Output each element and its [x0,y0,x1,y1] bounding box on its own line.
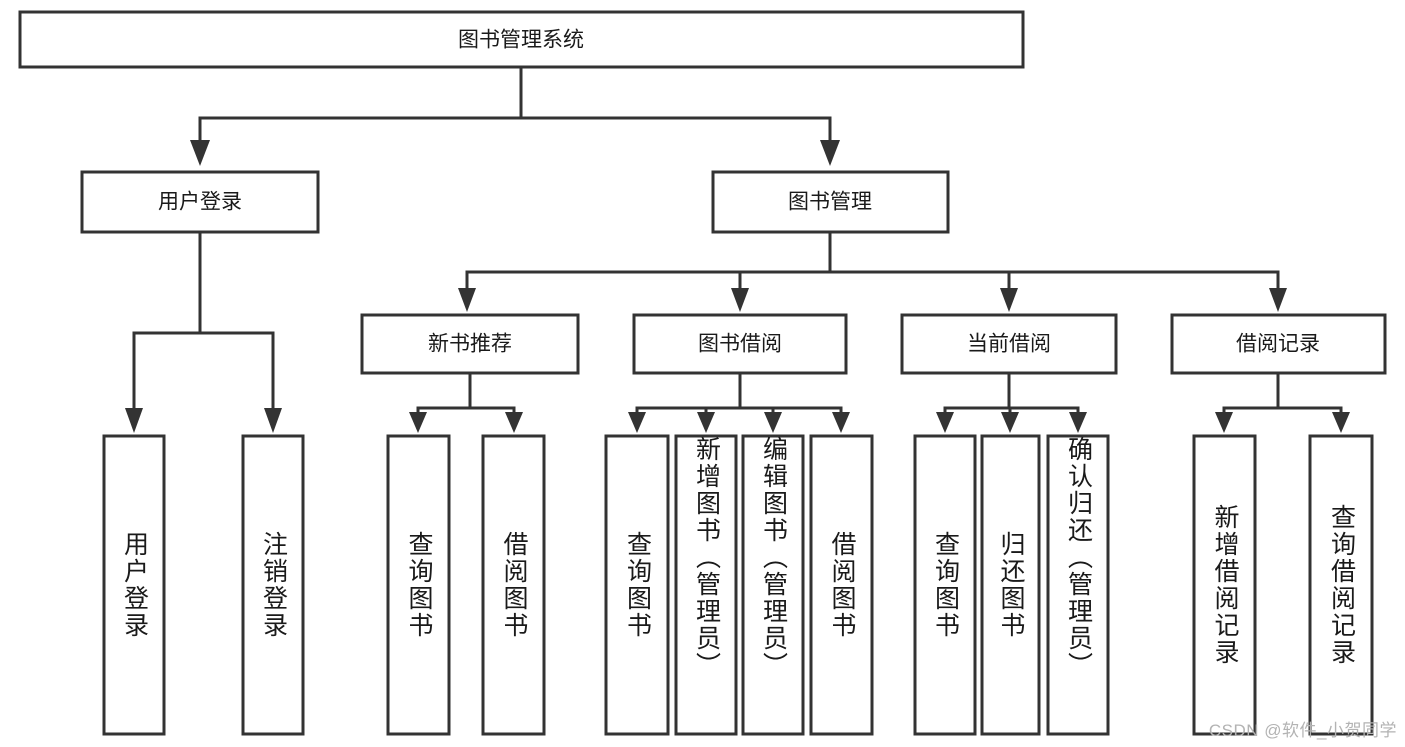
node-book-borrow-label: 图书借阅 [698,333,782,356]
arrow-head-icon [1332,412,1350,433]
node-current-borrow[interactable]: 当前借阅 [900,313,1118,375]
node-new-book-recommend[interactable]: 新书推荐 [360,313,580,375]
connector-group-user-login [125,230,282,433]
node-root-label: 图书管理系统 [458,29,584,52]
arrow-head-icon [505,412,523,433]
node-borrow-record-box[interactable] [1170,313,1387,375]
node-new-book-recommend-box[interactable] [360,313,580,375]
node-user-login-box[interactable] [80,170,320,234]
leaf-box-logout[interactable] [241,434,305,736]
leaf-box-query-borrow-record[interactable] [1308,434,1374,736]
node-book-borrow-box[interactable] [632,313,848,375]
arrow-head-icon [125,408,143,433]
leaf-box-borrow-book[interactable] [809,434,874,736]
arrow-head-icon [409,412,427,433]
arrow-head-icon [731,288,749,312]
arrow-head-icon [697,412,715,433]
node-book-management[interactable]: 图书管理 [711,170,950,234]
node-user-login-label: 用户登录 [158,191,242,214]
arrow-head-icon [190,140,210,166]
arrow-head-icon [1215,412,1233,433]
arrow-head-icon [628,412,646,433]
arrow-head-icon [1069,412,1087,433]
leaf-box-query-book-borrow[interactable] [604,434,670,736]
node-root-box[interactable] [18,10,1025,69]
arrow-head-icon [1001,412,1019,433]
arrow-head-icon [764,412,782,433]
node-borrow-record[interactable]: 借阅记录 [1170,313,1387,375]
node-book-management-box[interactable] [711,170,950,234]
leaf-box-borrow-book-new[interactable] [481,434,546,736]
leaf-box-add-book-admin[interactable] [674,434,738,736]
watermark-text: CSDN @软件_小贺同学 [1208,721,1397,740]
connector-group-borrow [628,371,850,433]
node-root[interactable]: 图书管理系统 [18,10,1025,69]
leaf-box-query-book-new[interactable] [386,434,451,736]
leaf-box-query-book-current[interactable] [913,434,977,736]
connector-group-root [190,65,840,166]
node-book-management-label: 图书管理 [788,191,872,214]
arrow-head-icon [820,140,840,166]
node-borrow-record-label: 借阅记录 [1236,333,1320,356]
connector-group-new-book [409,371,523,433]
arrow-head-icon [264,408,282,433]
leaf-box-user-login[interactable] [102,434,166,736]
connector-group-borrow-record [1215,371,1350,433]
leaf-box-return-book[interactable] [980,434,1041,736]
connector-group-book-mgmt [458,230,1287,312]
leaf-box-edit-book-admin[interactable] [741,434,805,736]
node-user-login[interactable]: 用户登录 [80,170,320,234]
arrow-head-icon [1000,288,1018,312]
connector-group-current-borrow [936,371,1087,433]
arrow-head-icon [936,412,954,433]
leaf-box-confirm-return-admin[interactable] [1046,434,1110,736]
node-current-borrow-label: 当前借阅 [967,333,1051,356]
node-current-borrow-box[interactable] [900,313,1118,375]
arrow-head-icon [832,412,850,433]
node-new-book-recommend-label: 新书推荐 [428,333,512,356]
arrow-head-icon [1269,288,1287,312]
leaf-box-group [102,434,1374,736]
node-book-borrow[interactable]: 图书借阅 [632,313,848,375]
arrow-head-icon [458,288,476,312]
leaf-box-add-borrow-record[interactable] [1192,434,1257,736]
